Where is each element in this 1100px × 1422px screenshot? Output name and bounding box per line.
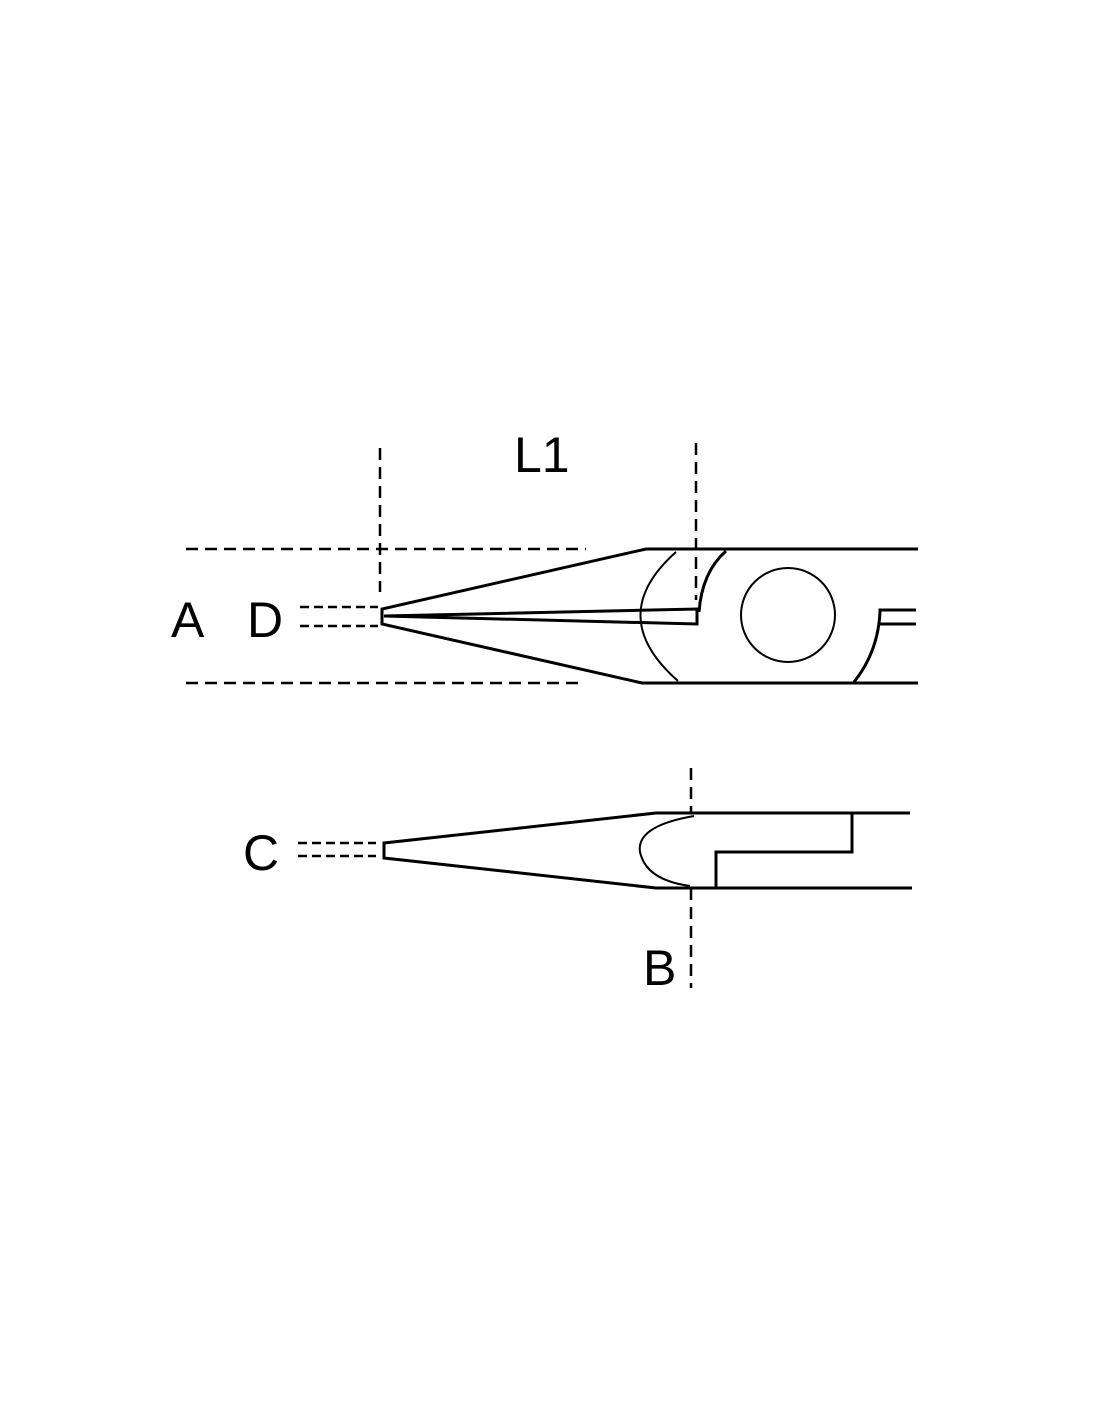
handle-curve (852, 611, 882, 683)
side-jaw-outline (382, 811, 912, 890)
label-c: C (243, 825, 279, 881)
side-view (298, 768, 912, 988)
handle-stub (878, 608, 916, 626)
top-jaw-center-line (383, 607, 699, 626)
side-joint-curve (638, 815, 695, 887)
joint-right-arc (697, 549, 727, 613)
top-jaw-outline (380, 547, 918, 685)
label-a: A (171, 592, 205, 648)
label-l1: L1 (514, 427, 570, 483)
label-d: D (247, 592, 283, 648)
label-b: B (643, 940, 676, 996)
side-step-detail (714, 813, 854, 888)
joint-left-arc (639, 551, 679, 682)
top-view (186, 443, 918, 685)
pivot-circle (740, 567, 836, 663)
